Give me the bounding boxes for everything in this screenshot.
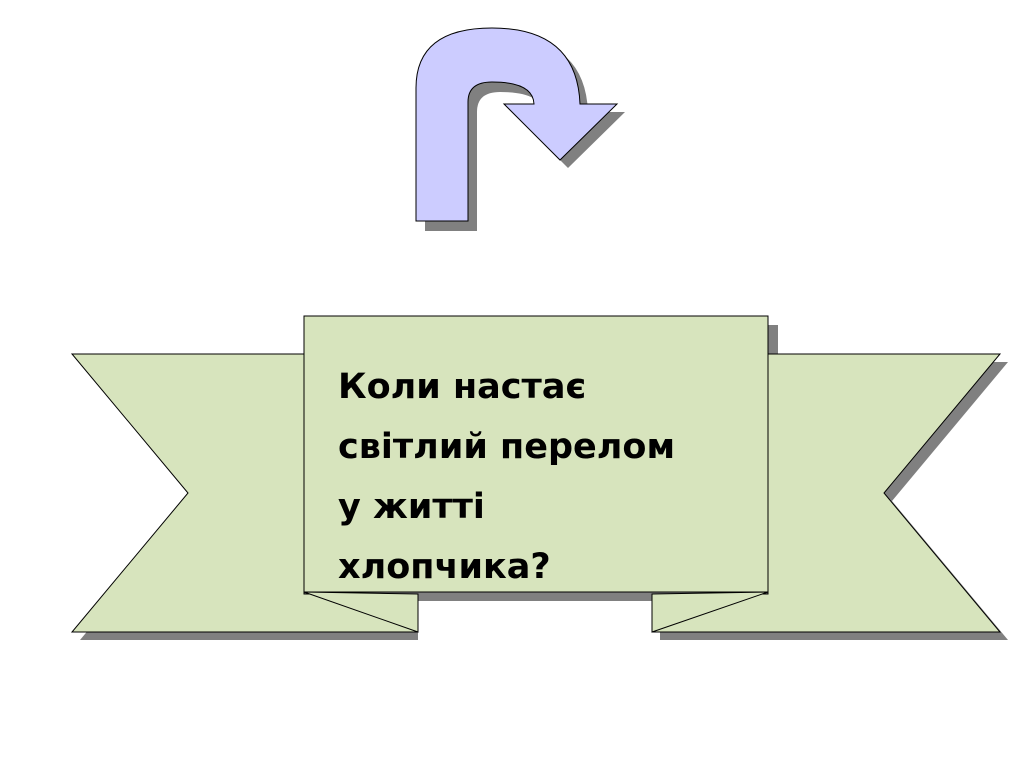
question-line-4: хлопчика? — [338, 547, 551, 587]
u-turn-arrow — [415, 27, 619, 222]
u-turn-arrow-icon — [415, 27, 625, 231]
ribbon-banner — [70, 315, 1008, 640]
question-text: Коли настає світлий перелом у житті хлоп… — [338, 357, 758, 597]
question-line-1: Коли настає — [338, 367, 587, 407]
question-line-3: у житті — [338, 487, 485, 527]
question-line-2: світлий перелом — [338, 427, 676, 467]
right-ribbon-fold — [651, 591, 769, 633]
center-panel — [303, 315, 769, 593]
left-ribbon-fold — [303, 591, 419, 633]
